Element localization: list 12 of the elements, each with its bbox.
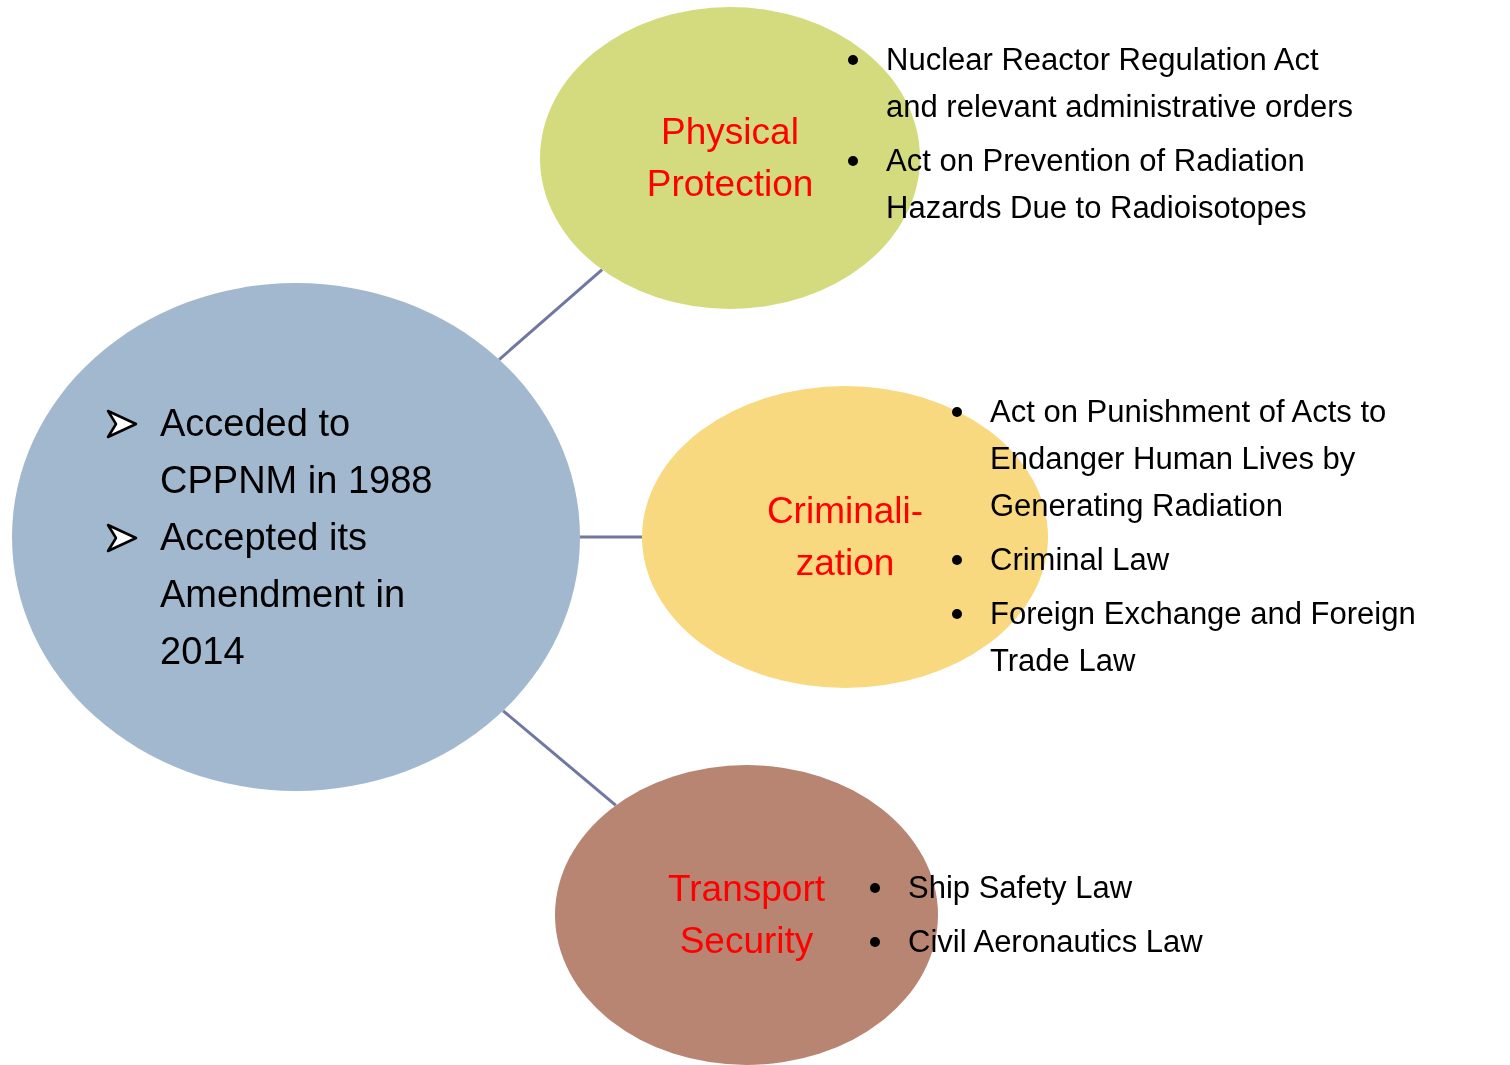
bullet-text: Criminal Law — [952, 536, 1452, 583]
connector-line — [498, 268, 604, 361]
bullet-text: Foreign Exchange and Foreign Trade Law — [952, 590, 1452, 684]
bullet-text: Act on Punishment of Acts to Endanger Human Lives by Generating Radiation — [952, 388, 1452, 529]
bullet-text: Acceded to CPPNM in 1988 — [160, 400, 434, 503]
category-heading: Transport Security — [667, 867, 826, 963]
connector-line — [502, 709, 617, 807]
connector-line — [580, 535, 642, 539]
category-heading: Criminali- zation — [765, 489, 925, 585]
category-heading: Physical Protection — [645, 110, 815, 206]
bullet-text: Accepted its Amendment in 2014 — [160, 514, 406, 674]
bullet-text: Nuclear Reactor Regulation Act and relevant administrative orders — [848, 36, 1373, 130]
